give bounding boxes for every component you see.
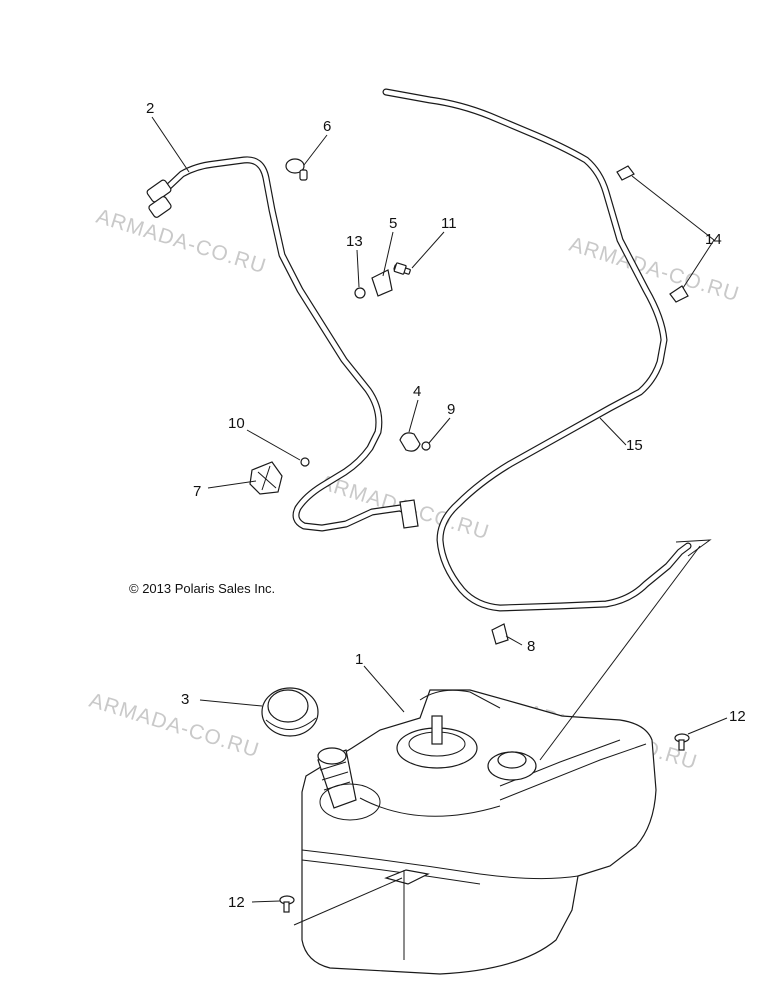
callout-4: 4 bbox=[413, 383, 421, 400]
fuel-tank-part-1 bbox=[301, 689, 657, 975]
callout-6: 6 bbox=[323, 118, 331, 135]
vent-hose-left bbox=[146, 156, 419, 532]
clamp-part-4 bbox=[399, 432, 421, 452]
watermark: ARMADA-CO.RU bbox=[87, 689, 263, 763]
fittings-part-14 bbox=[616, 165, 689, 303]
callout-14: 14 bbox=[705, 231, 722, 248]
callout-7: 7 bbox=[193, 483, 201, 500]
callout-12-left: 12 bbox=[228, 894, 245, 911]
callout-12-right: 12 bbox=[729, 708, 746, 725]
watermark: ARMADA-CO.RU bbox=[94, 205, 270, 279]
callout-13: 13 bbox=[346, 233, 363, 250]
screw-part-12-right bbox=[674, 733, 690, 751]
leader-lines bbox=[151, 116, 728, 926]
copyright-notice: © 2013 Polaris Sales Inc. bbox=[129, 581, 275, 596]
callout-1: 1 bbox=[355, 651, 363, 668]
nut-part-10 bbox=[300, 457, 310, 467]
callout-8: 8 bbox=[527, 638, 535, 655]
clip-part-7 bbox=[249, 461, 283, 495]
clamp-part-5 bbox=[371, 269, 393, 297]
callout-11: 11 bbox=[441, 215, 457, 232]
callout-2: 2 bbox=[146, 100, 154, 117]
callouts: 2 6 5 11 13 14 4 9 10 15 7 8 1 3 12 12 bbox=[146, 100, 746, 911]
vent-hose-right bbox=[382, 88, 712, 612]
screw-part-12-left bbox=[279, 895, 295, 913]
screw-part-9 bbox=[421, 441, 431, 451]
callout-3: 3 bbox=[181, 691, 189, 708]
callout-15: 15 bbox=[626, 437, 643, 454]
callout-10: 10 bbox=[228, 415, 245, 432]
bolt-part-11 bbox=[393, 262, 411, 275]
callout-5: 5 bbox=[389, 215, 397, 232]
clip-part-8 bbox=[491, 623, 509, 645]
nut-part-13 bbox=[354, 287, 366, 299]
fitting-part-6 bbox=[285, 158, 308, 181]
fuel-cap-part-3 bbox=[261, 687, 319, 737]
callout-9: 9 bbox=[447, 401, 455, 418]
